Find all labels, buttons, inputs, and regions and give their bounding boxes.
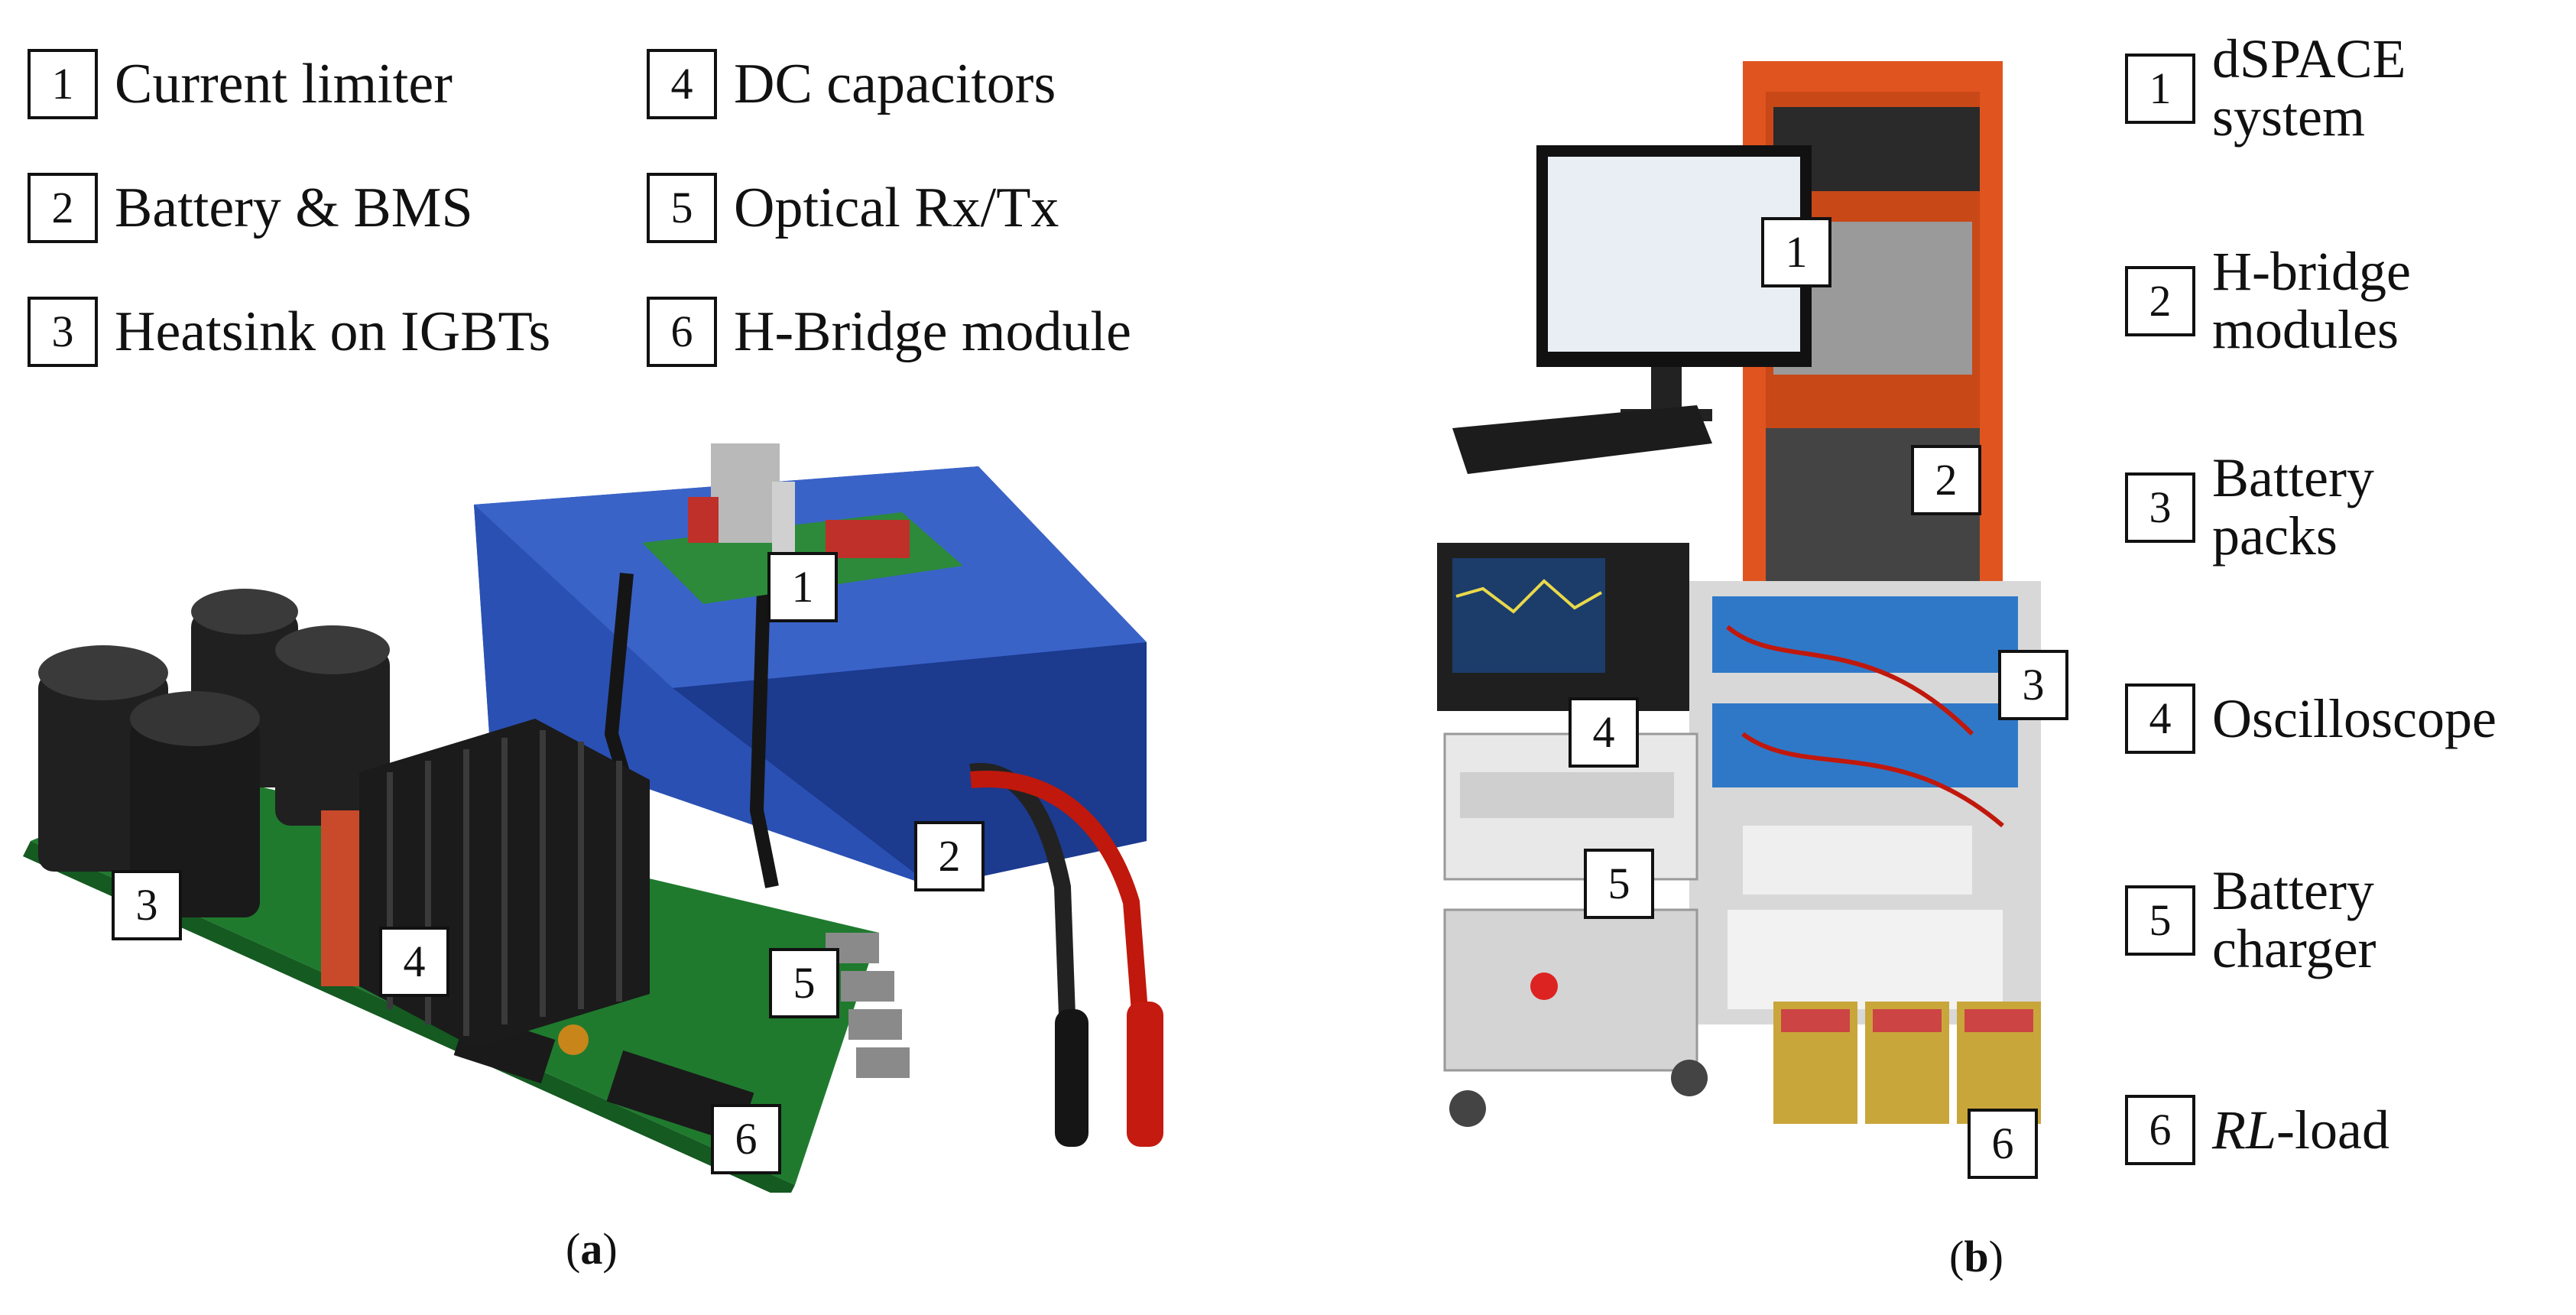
legend-b-label: RL-load (2212, 1102, 2389, 1158)
legend-b-label: dSPACE system (2212, 28, 2406, 148)
monitor (1536, 145, 1812, 421)
legend-b-number: 1 (2125, 53, 2195, 124)
legend-a-label: Battery & BMS (115, 177, 473, 239)
callout-b-2: 2 (1911, 445, 1981, 515)
legend-b-rest: -load (2276, 1099, 2389, 1161)
legend-a-number: 2 (28, 173, 98, 243)
callout-b-4: 4 (1569, 697, 1639, 768)
callout-b-6: 6 (1968, 1109, 2038, 1179)
legend-b-line1: H-bridge (2212, 241, 2411, 302)
caption-b-letter: b (1964, 1232, 1989, 1281)
legend-b-item-4: 4 Oscilloscope (2125, 683, 2497, 754)
legend-a-item-1: 1 Current limiter (28, 49, 453, 119)
caption-b: (b) (1949, 1231, 2003, 1282)
legend-b-line2: charger (2212, 917, 2376, 979)
battery-shelf (1689, 581, 2041, 1024)
callout-a-5: 5 (769, 948, 839, 1018)
legend-b-line1: dSPACE (2212, 28, 2406, 89)
keyboard (1452, 405, 1712, 474)
legend-b-line1: Battery (2212, 447, 2374, 508)
legend-b-number: 5 (2125, 885, 2195, 956)
legend-b-label: Battery charger (2212, 862, 2376, 978)
legend-a-item-5: 5 Optical Rx/Tx (647, 173, 1059, 243)
legend-b-line1: Battery (2212, 860, 2374, 921)
legend-a-number: 1 (28, 49, 98, 119)
caption-b-close: ) (1988, 1232, 2003, 1281)
legend-a-number: 4 (647, 49, 717, 119)
legend-b-number: 6 (2125, 1095, 2195, 1165)
legend-a-item-4: 4 DC capacitors (647, 49, 1056, 119)
legend-b-item-6: 6 RL-load (2125, 1095, 2389, 1165)
callout-a-2: 2 (914, 821, 985, 891)
callout-b-5: 5 (1584, 849, 1654, 919)
legend-a-number: 6 (647, 297, 717, 367)
legend-b-italic: RL (2212, 1099, 2277, 1161)
legend-a-label: Current limiter (115, 53, 453, 115)
legend-b-number: 4 (2125, 683, 2195, 754)
rl-loads (1773, 1002, 2041, 1124)
legend-a-label: Heatsink on IGBTs (115, 300, 551, 363)
legend-b-item-3: 3 Battery packs (2125, 447, 2374, 567)
callout-a-4: 4 (379, 927, 449, 997)
legend-a-number: 3 (28, 297, 98, 367)
trolley (1443, 732, 1708, 1127)
legend-b-line2: system (2212, 86, 2366, 148)
callout-a-6: 6 (711, 1104, 781, 1174)
legend-b-label: Battery packs (2212, 447, 2374, 567)
caption-a: (a) (566, 1223, 618, 1274)
oscilloscope (1437, 543, 1689, 711)
legend-a-label: H-Bridge module (734, 300, 1131, 363)
callout-a-3: 3 (112, 870, 182, 940)
callout-a-1: 1 (767, 552, 838, 622)
legend-b-number: 2 (2125, 265, 2195, 336)
panel-a-photo (0, 413, 1261, 1193)
callout-b-3: 3 (1998, 650, 2068, 720)
legend-b-number: 3 (2125, 472, 2195, 543)
legend-a-item-6: 6 H-Bridge module (647, 297, 1131, 367)
legend-b-item-1: 1 dSPACE system (2125, 28, 2406, 148)
legend-b-item-5: 5 Battery charger (2125, 862, 2376, 978)
legend-b-line2: packs (2212, 505, 2338, 567)
legend-b-label: H-bridge modules (2212, 241, 2411, 360)
test-bench-illustration (1437, 61, 2041, 1127)
panel-b-photo (1437, 46, 2110, 1162)
legend-b-label: Oscilloscope (2212, 688, 2497, 749)
legend-b-line2: modules (2212, 298, 2399, 360)
legend-b-item-2: 2 H-bridge modules (2125, 241, 2411, 360)
caption-a-close: ) (602, 1224, 618, 1274)
battery-cables (969, 762, 1163, 1147)
legend-a-label: Optical Rx/Tx (734, 177, 1059, 239)
legend-a-number: 5 (647, 173, 717, 243)
caption-a-letter: a (580, 1224, 603, 1274)
caption-a-open: ( (566, 1224, 581, 1274)
caption-b-open: ( (1949, 1232, 1964, 1281)
legend-a-item-2: 2 Battery & BMS (28, 173, 473, 243)
legend-a-label: DC capacitors (734, 53, 1056, 115)
hbridge-battery-illustration (23, 443, 1163, 1193)
legend-a-item-3: 3 Heatsink on IGBTs (28, 297, 550, 367)
callout-b-1: 1 (1761, 217, 1831, 287)
